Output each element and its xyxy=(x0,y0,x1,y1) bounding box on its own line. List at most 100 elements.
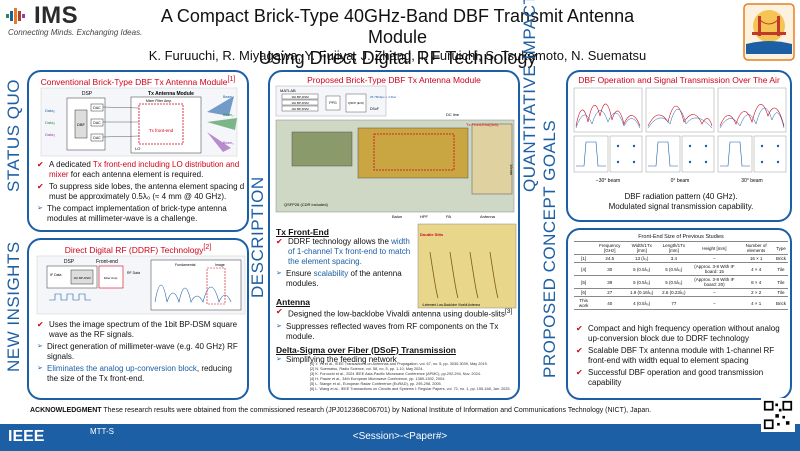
goals-body: Compact and high frequency operation wit… xyxy=(576,324,788,390)
svg-text:1bit BP-DSM: 1bit BP-DSM xyxy=(291,101,309,105)
new-insights-subbullet-1: Direct generation of millimeter-wave (e.… xyxy=(37,342,245,362)
svg-text:1bit BP-DSM: 1bit BP-DSM xyxy=(73,276,91,280)
status-quo-panel: Conventional Brick-Type DBF Tx Antenna M… xyxy=(27,70,249,232)
pattern-plot-left xyxy=(573,87,643,133)
table-header-row: Frequency [GHz] Width/1Tx [mm] Length/1T… xyxy=(574,241,788,255)
svg-text:Beam₂: Beam₂ xyxy=(223,113,234,117)
reference-item: [2] N. Suematsu, Radio Science, vol. 58,… xyxy=(310,367,424,371)
svg-text:DBF: DBF xyxy=(77,122,86,127)
acknowledgment: ACKNOWLEDGMENT These research results we… xyxy=(30,407,652,414)
reference-item: [3] K. Furuuchi et al., 2024 IEEE Asia-P… xyxy=(310,372,481,376)
tx-front-end-subbullet: Ensure scalability of the antenna module… xyxy=(276,269,416,289)
vivaldi-antenna-figure: Double Slits 4-element Low-Backlobe Viva… xyxy=(417,223,517,309)
description-body-2: Antenna Designed the low-backlobe Vivald… xyxy=(276,294,516,367)
svg-text:DSoF: DSoF xyxy=(370,107,379,111)
status-quo-bullet-2: To suppress side lobes, the antenna elem… xyxy=(37,182,245,202)
table-header: Number of elements xyxy=(738,241,774,255)
status-quo-bullet-1: A dedicated Tx front-end including LO di… xyxy=(37,160,245,180)
new-insights-subbullet-2: Eliminates the analog up-conversion bloc… xyxy=(37,364,245,384)
svg-text:Tx front-end: Tx front-end xyxy=(149,128,174,133)
svg-text:−30° beam: −30° beam xyxy=(596,178,620,184)
reference-item: [4] H. Pawar et al., 34th European Micro… xyxy=(310,377,446,381)
svg-text:Double Slits: Double Slits xyxy=(420,232,444,237)
comparison-table: Frequency [GHz] Width/1Tx [mm] Length/1T… xyxy=(574,241,788,310)
reference-item: [5] L. Stange et al., European Radar Con… xyxy=(310,382,442,386)
side-title-proposed-goals: PROPOSED CONCEPT GOALS xyxy=(540,119,559,378)
radiation-pattern-figures: −30° beam 0° beam 30° beam xyxy=(573,87,787,184)
side-title-status-quo: STATUS QUO xyxy=(4,79,23,192)
pattern-plot-right xyxy=(717,87,787,133)
svg-text:DSP: DSP xyxy=(64,259,75,265)
svg-text:DSP: DSP xyxy=(82,91,93,97)
svg-text:RF Data: RF Data xyxy=(127,271,140,275)
svg-text:1bit BP-DSM: 1bit BP-DSM xyxy=(291,107,309,111)
session-paper-label: <Session>-<Paper#> xyxy=(352,431,448,442)
svg-text:Balun: Balun xyxy=(392,214,402,219)
table-header: Length/1Tx [mm] xyxy=(657,241,691,255)
svg-text:25.78Gbps × 4 fiber: 25.78Gbps × 4 fiber xyxy=(370,95,396,99)
quantitative-captions: DBF radiation pattern (40 GHz). Modulate… xyxy=(574,192,788,212)
caption-transmission: Modulated signal transmission capability… xyxy=(608,202,754,211)
quantitative-title: DBF Operation and Signal Transmission Ov… xyxy=(578,75,780,85)
svg-text:QSFP (E/O): QSFP (E/O) xyxy=(348,101,364,105)
qr-code-icon[interactable] xyxy=(761,398,795,432)
status-quo-subbullet-1: The compact implementation of brick-type… xyxy=(37,204,245,224)
svg-text:DAC: DAC xyxy=(93,136,101,140)
side-title-description: DESCRIPTION xyxy=(248,176,267,298)
svg-text:Tx Front-End(4ch): Tx Front-End(4ch) xyxy=(466,122,499,127)
svg-text:Mixer Filter Amp.: Mixer Filter Amp. xyxy=(146,99,172,103)
svg-text:16mm: 16mm xyxy=(509,164,514,176)
front-end-size-table: Front-End Size of Previous Studies Frequ… xyxy=(574,234,788,310)
ims-mark-icon xyxy=(6,8,25,24)
goal-bullet-3: Successful DBF operation and good transm… xyxy=(576,368,788,388)
new-insights-bullet-1: Uses the image spectrum of the 1bit BP-D… xyxy=(37,320,245,340)
description-title: Proposed Brick-Type DBF Tx Antenna Modul… xyxy=(307,75,481,85)
goal-bullet-1: Compact and high frequency operation wit… xyxy=(576,324,788,344)
svg-text:Beam₁: Beam₁ xyxy=(223,95,234,99)
table-header: Frequency [GHz] xyxy=(593,241,627,255)
svg-text:Filter Amp.: Filter Amp. xyxy=(104,276,119,280)
ims-logo: IMS Connecting Minds. Exchanging Ideas. xyxy=(6,2,142,38)
antenna-bullet: Designed the low-backlobe Vivaldi antenn… xyxy=(276,307,516,320)
new-insights-title: Direct Digital RF (DDRF) Technology[2] xyxy=(64,243,212,255)
svg-text:DAC: DAC xyxy=(93,121,101,125)
svg-text:HPF: HPF xyxy=(420,214,429,219)
svg-text:0° beam: 0° beam xyxy=(671,178,690,184)
side-title-quantitative-impact: QUANTITATIVE IMPACT xyxy=(520,0,539,192)
footer-bar xyxy=(0,424,800,451)
svg-text:Tx Antenna Module: Tx Antenna Module xyxy=(148,91,194,97)
pattern-plot-center xyxy=(645,87,715,133)
spectrum-constellation-left xyxy=(573,135,643,173)
ddrf-diagram: DSP Front-end IF Data 1bit BP-DSM Filter… xyxy=(36,255,246,315)
mtts-logo: MTT-S xyxy=(90,427,114,436)
caption-radiation: DBF radiation pattern (40 GHz). xyxy=(624,192,738,201)
quantitative-panel: DBF Operation and Signal Transmission Ov… xyxy=(566,70,792,222)
reference-item: [6] L. Wang et al., IEEE Transactions on… xyxy=(310,387,511,391)
reference-item: [1] Y. Yu et al., IEEE Transactions on A… xyxy=(310,362,488,366)
antenna-heading: Antenna xyxy=(276,297,310,307)
svg-text:Fundamental: Fundamental xyxy=(175,263,196,267)
title-line-2: Using Direct Digital RF Technology xyxy=(258,48,537,68)
side-title-new-insights: NEW INSIGHTS xyxy=(4,241,23,372)
description-body: Tx Front-End DDRF technology allows the … xyxy=(276,224,416,291)
table-title: Front-End Size of Previous Studies xyxy=(638,234,724,240)
ims-2025-badge-logo xyxy=(743,3,795,61)
proposed-module-photo: MATLAB 1bit BP-DSM 1bit BP-DSM 1bit BP-D… xyxy=(275,85,515,219)
svg-text:DC line: DC line xyxy=(446,112,460,117)
svg-text:DAC: DAC xyxy=(93,106,101,110)
spectrum-constellation-right xyxy=(717,135,787,173)
svg-text:Data₁: Data₁ xyxy=(45,108,55,113)
status-quo-title: Conventional Brick-Type DBF Tx Antenna M… xyxy=(40,75,236,87)
svg-text:PPG: PPG xyxy=(329,101,337,105)
status-quo-body: A dedicated Tx front-end including LO di… xyxy=(37,160,245,226)
svg-text:QSFP28 (CDR included): QSFP28 (CDR included) xyxy=(284,202,328,207)
tx-front-end-heading: Tx Front-End xyxy=(276,227,329,237)
authors: K. Furuuchi, R. Miyagawa, Y. Fujiya, J. … xyxy=(148,48,647,63)
svg-text:Data₂: Data₂ xyxy=(45,120,55,125)
title-line-1: A Compact Brick-Type 40GHz-Band DBF Tran… xyxy=(160,6,635,47)
svg-text:MATLAB: MATLAB xyxy=(280,88,296,93)
ims-logo-text: IMS xyxy=(34,2,79,29)
